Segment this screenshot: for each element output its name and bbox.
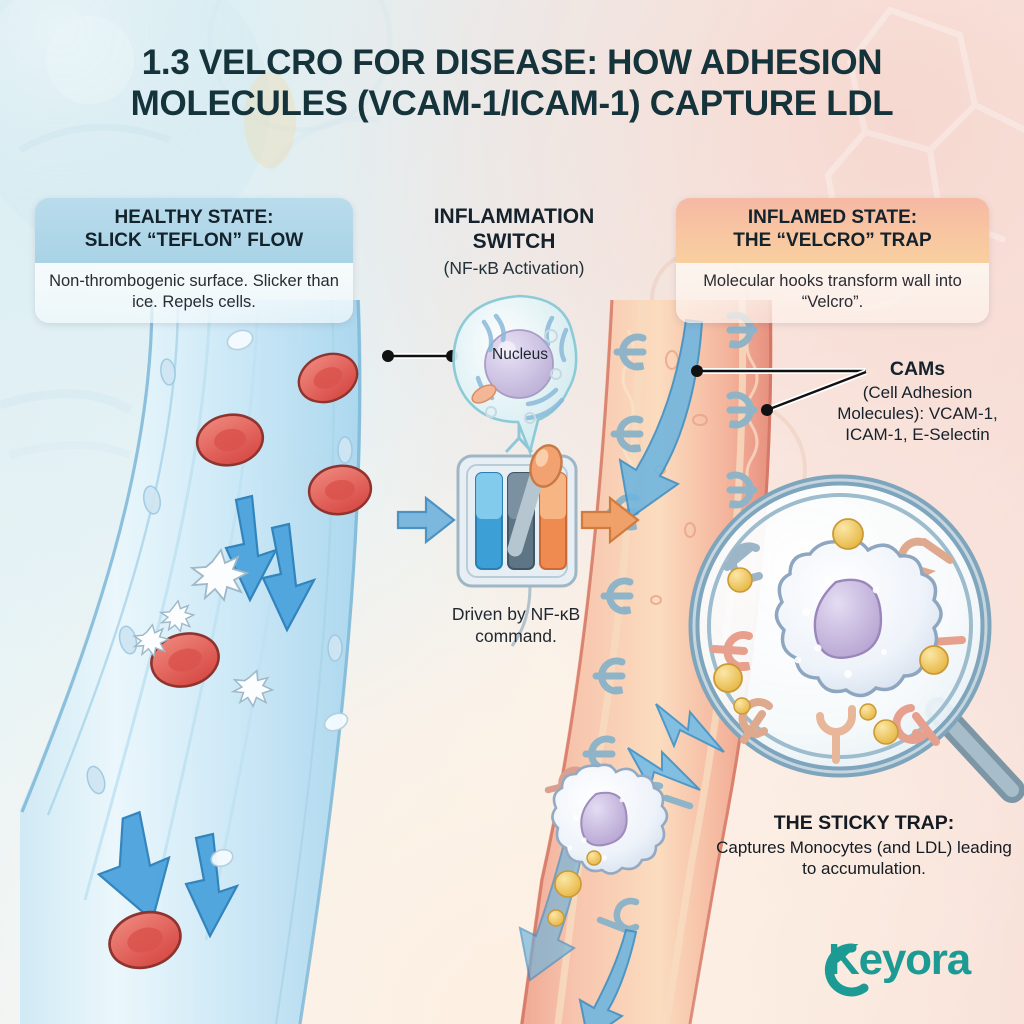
cams-callout-title: CAMs	[889, 358, 946, 380]
switch-lever	[507, 444, 563, 557]
leader-line-cams	[691, 365, 868, 416]
switch-output-arrow	[580, 495, 640, 545]
panel-inflamed-state: Inflamed State:The “Velcro” Trap Molecul…	[676, 198, 989, 324]
brand-mark-icon	[824, 943, 869, 997]
panel-inflamed-body: Molecular hooks transform wall into “Vel…	[676, 262, 989, 324]
brand-wordmark: Keyora	[828, 935, 971, 984]
panel-healthy-heading: Healthy State:Slick “Teflon” Flow	[35, 198, 353, 263]
inflammation-switch-label: Inflammation Switch (NF-κB Activation)	[392, 205, 636, 279]
cams-callout: CAMs (Cell Adhesion Molecules): VCAM-1, …	[820, 358, 1015, 445]
endothelial-cell-diagram	[452, 294, 578, 457]
monocyte-cell	[551, 763, 669, 875]
nucleus-label: Nucleus	[492, 346, 548, 363]
cam-hook	[710, 631, 753, 671]
healthy-vessel-illustration	[20, 299, 373, 1024]
cams-callout-subtitle: (Cell Adhesion Molecules): VCAM-1, ICAM-…	[837, 383, 998, 445]
leader-line-nucleus	[382, 350, 458, 362]
inflamed-vessel-illustration	[518, 299, 773, 1024]
page-title: 1.3 Velcro for Disease: How Adhesion Mol…	[130, 43, 894, 124]
monocyte-cell-magnified	[774, 538, 943, 698]
sticky-trap-subtitle: Captures Monocytes (and LDL) leading to …	[716, 838, 1012, 879]
ldl-particle	[713, 518, 949, 745]
magnifier-graphic	[688, 474, 1024, 803]
cam-hook	[816, 705, 856, 764]
inflammation-switch-heading: Inflammation Switch	[433, 205, 595, 253]
platelet	[131, 548, 275, 709]
brand-logo: Keyora	[828, 935, 971, 984]
driven-by-note: Driven by NF-κB command.	[451, 604, 581, 647]
panel-healthy-state: Healthy State:Slick “Teflon” Flow Non-th…	[35, 198, 353, 324]
inflammation-switch-subheading: (NF-κB Activation)	[443, 257, 585, 278]
switch-input-arrow	[396, 495, 456, 545]
sticky-trap-callout: The Sticky Trap: Captures Monocytes (and…	[716, 812, 1012, 880]
sticky-trap-title: The Sticky Trap:	[773, 812, 955, 834]
panel-healthy-body: Non-thrombogenic surface. Slicker than i…	[35, 262, 353, 324]
ldl-particle	[547, 850, 602, 927]
red-blood-cell	[108, 352, 373, 970]
inflammation-switch-graphic	[396, 444, 640, 647]
panel-inflamed-heading: Inflamed State:The “Velcro” Trap	[676, 198, 989, 263]
